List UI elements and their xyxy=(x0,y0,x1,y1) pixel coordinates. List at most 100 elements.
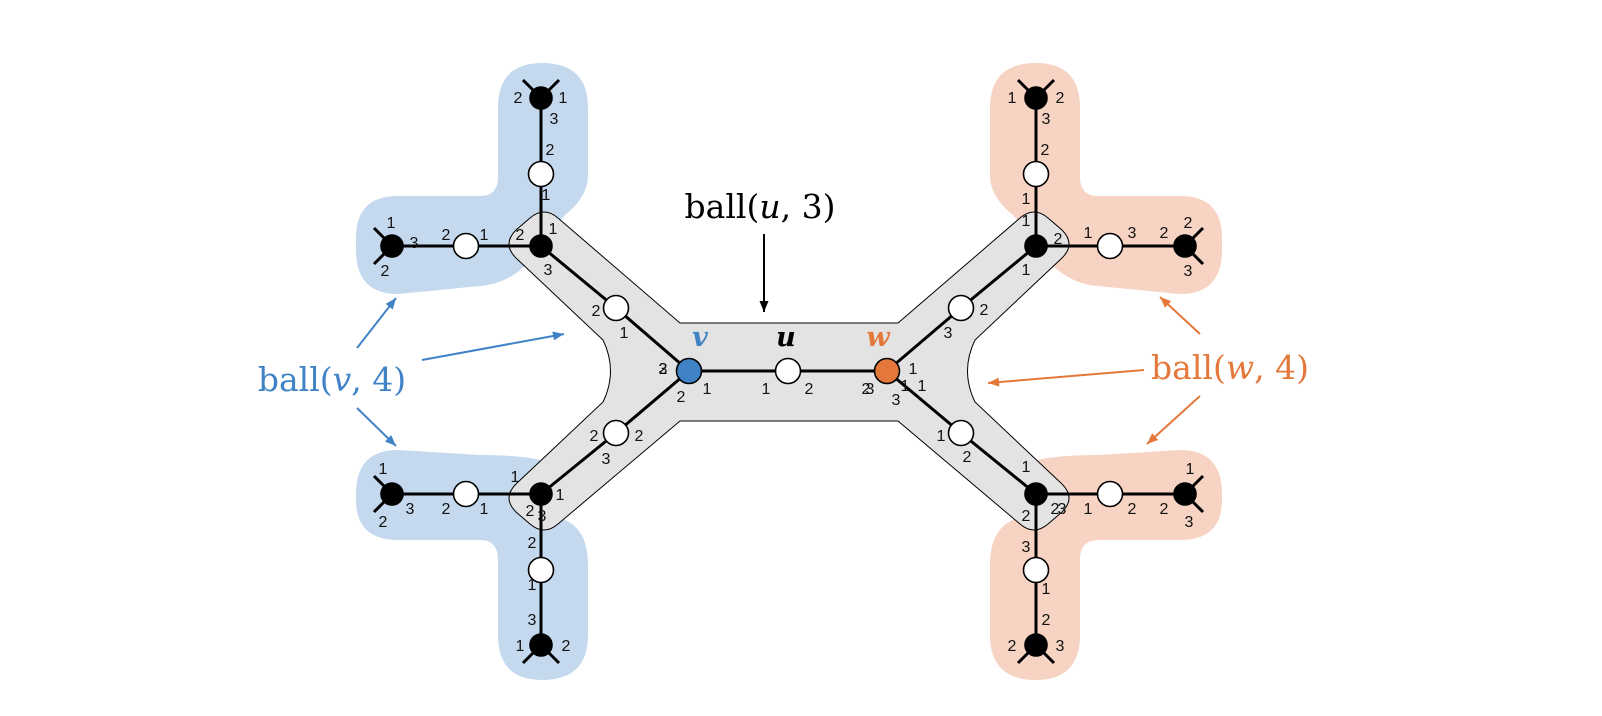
node-H xyxy=(1173,234,1197,258)
arrow-ball-w-center xyxy=(987,369,1145,384)
node-e1 xyxy=(947,294,975,322)
port-label: 2 xyxy=(963,449,972,466)
arrow-ball-w-bottom-head xyxy=(1147,433,1159,444)
port-label: 2 xyxy=(562,638,571,655)
arrow-ball-v-bottom-head xyxy=(384,435,396,446)
port-label: 1 xyxy=(528,577,537,594)
port-label: 1 xyxy=(379,461,388,478)
edge-w-e1 xyxy=(886,306,962,373)
node-A xyxy=(529,234,553,258)
port-label: 2 xyxy=(1160,501,1169,518)
port-label: 2 xyxy=(1022,508,1031,525)
label-ball-v-suffix: , 4) xyxy=(351,360,406,399)
node-I xyxy=(1024,86,1048,110)
port-label: 1 xyxy=(480,501,489,518)
node-f1 xyxy=(1022,160,1050,188)
label-ball-v-var: v xyxy=(333,360,352,399)
port-label: 1 xyxy=(1042,581,1051,598)
arrow-ball-v-top-head xyxy=(385,298,396,310)
label-ball-w: ball(w, 4) xyxy=(1151,348,1309,387)
port-label: 1 xyxy=(1008,90,1017,107)
port-label: 2 xyxy=(526,503,535,520)
port-label: 3 xyxy=(1184,263,1193,280)
node-F xyxy=(529,633,553,657)
port-label: 2 xyxy=(635,428,644,445)
port-label: 2 xyxy=(442,227,451,244)
port-label: 1 xyxy=(516,638,525,655)
node-d1 xyxy=(527,556,555,584)
port-label: 2 xyxy=(514,90,523,107)
port-label: 2 xyxy=(862,381,871,398)
port-label: 3 xyxy=(1058,501,1067,518)
port-label: 2 xyxy=(805,381,814,398)
port-label: 2 xyxy=(381,263,390,280)
node-a1 xyxy=(602,294,630,322)
node-group xyxy=(380,86,1197,657)
node-e2 xyxy=(1096,232,1124,260)
edge-v-c1 xyxy=(615,369,690,435)
node-J xyxy=(1024,482,1048,506)
node-E xyxy=(380,482,404,506)
port-label: 1 xyxy=(918,378,927,395)
node-name-u: u xyxy=(776,322,796,353)
label-ball-u-suffix: , 3) xyxy=(781,187,836,226)
port-label: 2 xyxy=(1008,638,1017,655)
arrow-ball-v-center xyxy=(421,333,565,361)
node-name-w: w xyxy=(866,322,891,353)
node-D xyxy=(529,482,553,506)
node-B xyxy=(380,234,404,258)
node-K xyxy=(1173,482,1197,506)
label-ball-w-prefix: ball( xyxy=(1151,348,1226,387)
port-label: 2 xyxy=(1051,501,1060,518)
port-label: 2 xyxy=(442,501,451,518)
node-c1 xyxy=(602,419,630,447)
port-label: 1 xyxy=(387,215,396,232)
port-label: 1 xyxy=(559,90,568,107)
port-label: 1 xyxy=(703,381,712,398)
port-label: 3 xyxy=(544,262,553,279)
label-ball-w-var: w xyxy=(1226,348,1254,387)
port-label: 1 xyxy=(1084,501,1093,518)
port-label: 3 xyxy=(1056,638,1065,655)
edge-c1-D xyxy=(540,431,617,496)
port-label: 1 xyxy=(762,381,771,398)
port-label: 1 xyxy=(909,361,918,378)
node-w xyxy=(873,357,901,385)
node-g1 xyxy=(947,419,975,447)
edge-g1-J xyxy=(960,431,1037,496)
label-ball-v-prefix: ball( xyxy=(258,360,333,399)
port-label: 2 xyxy=(1042,612,1051,629)
edge-a1-A xyxy=(540,244,617,310)
port-label: 3 xyxy=(1042,111,1051,128)
port-label: 3 xyxy=(1128,225,1137,242)
port-label: 3 xyxy=(602,451,611,468)
port-label: 2 xyxy=(1041,142,1050,159)
port-label: 2 xyxy=(590,428,599,445)
port-label: 3 xyxy=(944,325,953,342)
arrow-ball-u-head xyxy=(759,301,769,312)
port-label: 1 xyxy=(1022,213,1031,230)
port-label: 1 xyxy=(556,487,565,504)
port-label: 2 xyxy=(592,303,601,320)
port-label: 1 xyxy=(620,325,629,342)
port-label: 3 xyxy=(406,501,415,518)
edge-w-g1 xyxy=(886,369,962,435)
label-ball-u-var: u xyxy=(759,187,780,226)
label-ball-w-suffix: , 4) xyxy=(1254,348,1309,387)
port-label: 3 xyxy=(866,381,875,398)
port-label: 2 xyxy=(677,389,686,406)
port-label: 1 xyxy=(542,187,551,204)
label-ball-u-prefix: ball( xyxy=(685,187,760,226)
port-label: 2 xyxy=(1128,501,1137,518)
port-label: 1 xyxy=(1022,191,1031,208)
node-h1 xyxy=(1022,556,1050,584)
port-label: 3 xyxy=(1022,539,1031,556)
node-v xyxy=(675,357,703,385)
port-label: 2 xyxy=(1054,231,1063,248)
port-label: 1 xyxy=(1022,459,1031,476)
port-label: 2 xyxy=(980,302,989,319)
arrow-group xyxy=(356,234,1201,447)
node-G xyxy=(1024,234,1048,258)
